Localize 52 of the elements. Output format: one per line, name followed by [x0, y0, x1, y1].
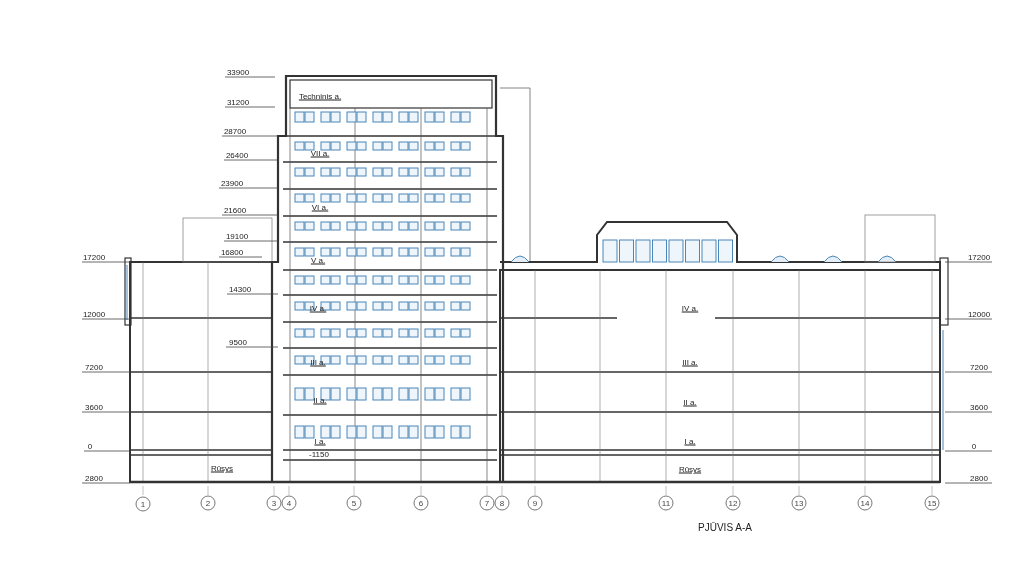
axis-number: 11: [658, 495, 674, 511]
elevation-mark: 16800: [220, 247, 244, 257]
floor-label: Rūsys: [678, 464, 702, 474]
axis-number: 7: [479, 495, 495, 511]
elevation-mark: 23900: [220, 178, 244, 188]
axis-number: 5: [346, 495, 362, 511]
floor-label: V a.: [310, 255, 326, 265]
elevation-mark: 17200: [967, 252, 991, 262]
elevation-mark: 21600: [223, 205, 247, 215]
axis-number: 9: [527, 495, 543, 511]
elevation-mark: 0: [971, 441, 977, 451]
floor-label: IV a.: [681, 303, 699, 313]
floor-label: III a.: [310, 357, 326, 367]
elevation-mark: 7200: [85, 362, 103, 372]
axis-number: 14: [857, 495, 873, 511]
axis-number: 4: [281, 495, 297, 511]
axis-number: 2: [200, 495, 216, 511]
elevation-mark: 14300: [228, 284, 252, 294]
axis-number: 13: [791, 495, 807, 511]
floor-label: II a.: [683, 397, 697, 407]
elevation-mark: 2800: [970, 473, 988, 483]
elevation-mark: 2800: [85, 473, 103, 483]
floor-label: III a.: [682, 357, 698, 367]
axis-number: 1: [135, 496, 151, 512]
elevation-mark: 19100: [225, 231, 249, 241]
elevation-mark: 33900: [226, 67, 250, 77]
elevation-mark: 3600: [970, 402, 988, 412]
axis-number: 3: [266, 495, 282, 511]
floor-label: Techninis a.: [298, 91, 342, 101]
elevation-mark: 12000: [82, 309, 106, 319]
elevation-mark: 28700: [223, 126, 247, 136]
floor-label: VI a.: [311, 202, 329, 212]
elevation-mark: 17200: [82, 252, 106, 262]
floor-label: I a.: [684, 436, 696, 446]
axis-number: 15: [924, 495, 940, 511]
axis-number: 8: [494, 495, 510, 511]
elevation-mark: 0: [87, 441, 93, 451]
elevation-mark: 7200: [970, 362, 988, 372]
floor-label: VII a.: [310, 148, 330, 158]
floor-label: I a.: [314, 436, 326, 446]
elevation-mark: 12000: [967, 309, 991, 319]
floor-label: IV a.: [309, 303, 327, 313]
elevation-mark: 3600: [85, 402, 103, 412]
floor-label: II a.: [313, 395, 327, 405]
elevation-mark: 31200: [226, 97, 250, 107]
axis-number: 12: [725, 495, 741, 511]
elevation-mark: 26400: [225, 150, 249, 160]
floor-label: Rūsys: [210, 463, 234, 473]
elevation-mark: 9500: [229, 337, 247, 347]
level-mark: -1150: [307, 451, 331, 459]
section-title: PJŪVIS A-A: [698, 521, 752, 533]
axis-number: 6: [413, 495, 429, 511]
